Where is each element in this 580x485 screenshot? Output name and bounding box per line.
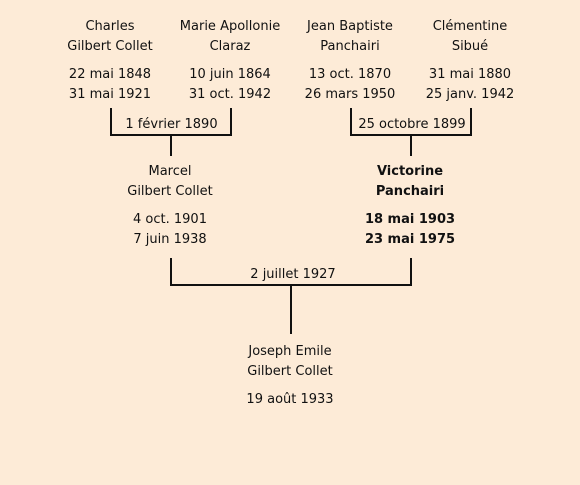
person-name-line: Gilbert Collet	[127, 184, 213, 199]
death-date: 31 oct. 1942	[188, 87, 272, 102]
death-date: 26 mars 1950	[304, 87, 396, 102]
person-name-line: Panchairi	[320, 39, 380, 54]
death-date: 7 juin 1938	[133, 232, 207, 247]
marriage-date-left: 1 février 1890	[116, 117, 227, 133]
birth-date: 31 mai 1880	[428, 67, 512, 82]
person-dates: 4 oct. 1901 7 juin 1938	[105, 210, 235, 250]
person-name-line: Clémentine	[432, 19, 508, 34]
person-clementine-sibue[interactable]: Clémentine Sibué 31 mai 1880 25 janv. 19…	[405, 17, 535, 105]
person-name-line: Gilbert Collet	[247, 364, 333, 379]
connector-line	[350, 108, 352, 136]
connector-line	[470, 108, 472, 136]
person-marcel-gilbert-collet[interactable]: Marcel Gilbert Collet 4 oct. 1901 7 juin…	[105, 162, 235, 250]
person-name-line: Gilbert Collet	[67, 39, 153, 54]
person-dates: 19 août 1933	[225, 390, 355, 410]
birth-date: 10 juin 1864	[189, 67, 271, 82]
connector-line	[410, 258, 412, 286]
death-date: 23 mai 1975	[364, 232, 456, 247]
person-name-line: Sibué	[451, 39, 489, 54]
person-jean-baptiste-panchairi[interactable]: Jean Baptiste Panchairi 13 oct. 1870 26 …	[285, 17, 415, 105]
connector-line	[170, 134, 172, 156]
death-date: 31 mai 1921	[68, 87, 152, 102]
birth-date: 18 mai 1903	[364, 212, 456, 227]
person-dates: 31 mai 1880 25 janv. 1942	[405, 65, 535, 105]
person-name-line: Joseph Emile	[248, 344, 332, 359]
birth-date: 4 oct. 1901	[133, 212, 207, 227]
person-joseph-emile-gilbert-collet[interactable]: Joseph Emile Gilbert Collet 19 août 1933	[225, 342, 355, 410]
person-name-line: Victorine	[376, 164, 444, 179]
person-charles-gilbert-collet[interactable]: Charles Gilbert Collet 22 mai 1848 31 ma…	[45, 17, 175, 105]
person-name-line: Panchairi	[375, 184, 445, 199]
birth-date: 19 août 1933	[246, 392, 334, 407]
person-name-line: Jean Baptiste	[307, 19, 393, 34]
person-name-line: Marie Apollonie	[179, 19, 281, 34]
person-dates: 22 mai 1848 31 mai 1921	[45, 65, 175, 105]
birth-date: 13 oct. 1870	[308, 67, 392, 82]
person-name-line: Claraz	[209, 39, 251, 54]
connector-line	[170, 258, 172, 286]
death-date: 25 janv. 1942	[425, 87, 515, 102]
connector-line	[110, 108, 112, 136]
person-name-line: Charles	[85, 19, 135, 34]
connector-line	[410, 134, 412, 156]
person-dates: 18 mai 1903 23 mai 1975	[345, 210, 475, 250]
marriage-date-parents: 2 juillet 1927	[235, 267, 351, 283]
person-marie-apollonie-claraz[interactable]: Marie Apollonie Claraz 10 juin 1864 31 o…	[165, 17, 295, 105]
person-dates: 13 oct. 1870 26 mars 1950	[285, 65, 415, 105]
person-name-line: Marcel	[148, 164, 192, 179]
marriage-date-right: 25 octobre 1899	[354, 117, 470, 133]
connector-line	[290, 284, 292, 334]
person-dates: 10 juin 1864 31 oct. 1942	[165, 65, 295, 105]
connector-line	[230, 108, 232, 136]
person-victorine-panchairi[interactable]: Victorine Panchairi 18 mai 1903 23 mai 1…	[345, 162, 475, 250]
birth-date: 22 mai 1848	[68, 67, 152, 82]
